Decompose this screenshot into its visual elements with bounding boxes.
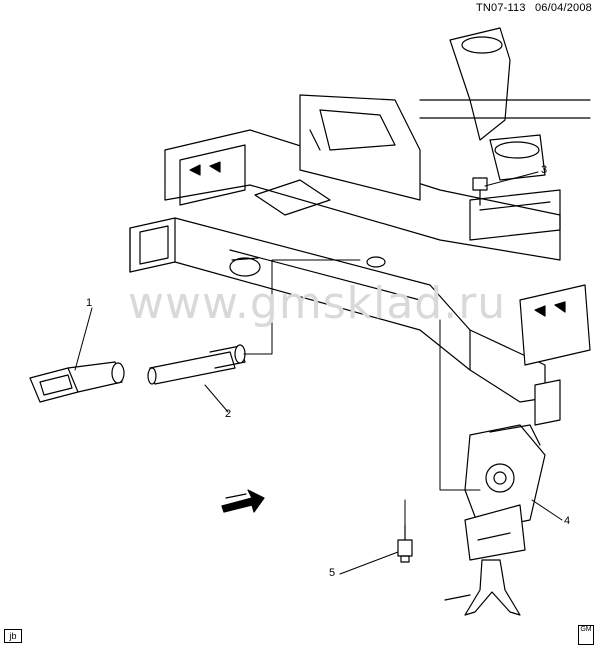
footer-left-mark: jb bbox=[4, 629, 22, 643]
callout-2: 2 bbox=[225, 408, 232, 420]
spring-mount bbox=[419, 27, 591, 181]
callout-3: 3 bbox=[541, 164, 548, 176]
callout-5: 5 bbox=[329, 567, 336, 579]
forward-arrow-icon bbox=[221, 489, 265, 513]
callout-1: 1 bbox=[86, 297, 93, 309]
part-2-extension bbox=[147, 344, 246, 385]
diagram-header: TN07-113 06/04/2008 bbox=[476, 2, 592, 14]
part-3-bolt bbox=[472, 177, 488, 206]
part-1-handle-socket bbox=[29, 361, 125, 403]
frame-upper-assembly bbox=[164, 94, 561, 261]
callout-4: 4 bbox=[564, 515, 571, 527]
frame-pad bbox=[229, 257, 261, 277]
jack-stand bbox=[444, 559, 521, 616]
watermark: www.gmsklad.ru bbox=[128, 278, 507, 329]
footer-right-logo: GM bbox=[578, 625, 594, 645]
diagram-date: 06/04/2008 bbox=[534, 2, 592, 14]
diagram-code: TN07-113 bbox=[475, 2, 526, 14]
part-4-jack-bracket bbox=[464, 424, 546, 561]
alignment-lines bbox=[243, 259, 481, 526]
part-5-bolt bbox=[397, 524, 413, 563]
leader-lines bbox=[74, 171, 563, 575]
frame-right-bracket bbox=[469, 189, 591, 366]
